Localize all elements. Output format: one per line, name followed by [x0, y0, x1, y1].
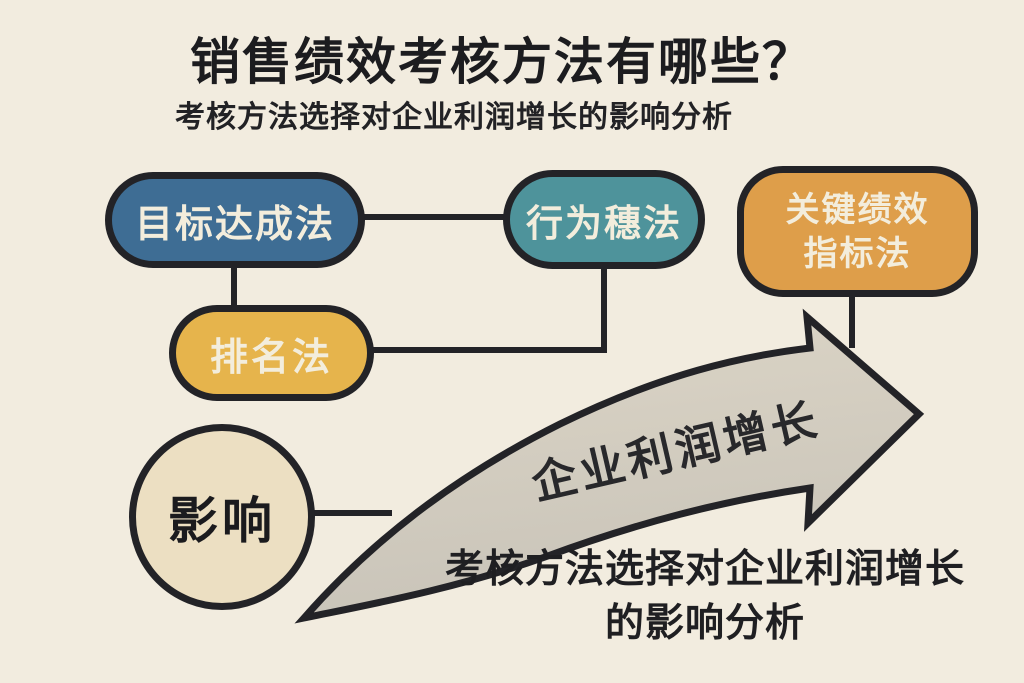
- connector-goal-behavior: [363, 214, 505, 220]
- page-subtitle: 考核方法选择对企业利润增长的影响分析: [175, 101, 733, 134]
- node-behavior-method: 行为穗法: [503, 170, 705, 269]
- footer-caption-line2: 的影响分析: [604, 602, 805, 645]
- node-ranking-method: 排名法: [169, 305, 374, 401]
- node-kpi-label-line2: 指标法: [803, 234, 912, 273]
- node-behavior-label: 行为穗法: [526, 202, 682, 244]
- node-impact-label: 影响: [168, 493, 276, 549]
- growth-arrow-shape: [294, 308, 925, 624]
- connector-behavior-down: [601, 267, 607, 353]
- node-goal-label: 目标达成法: [134, 203, 335, 246]
- connector-impact-arrow: [312, 510, 392, 516]
- node-ranking-label: 排名法: [209, 336, 333, 379]
- node-kpi-method: 关键绩效 指标法: [737, 166, 978, 297]
- node-kpi-label-line1: 关键绩效: [785, 190, 930, 229]
- footer-caption-line1: 考核方法选择对企业利润增长: [444, 548, 965, 591]
- connector-ranking-behavior: [372, 347, 607, 353]
- node-impact-circle: 影响: [129, 424, 315, 610]
- node-goal-attainment-method: 目标达成法: [105, 172, 365, 268]
- connector-kpi-arrow: [849, 294, 855, 348]
- connector-goal-ranking: [231, 266, 237, 307]
- page-title: 销售绩效考核方法有哪些？: [190, 34, 814, 90]
- footer-caption: 考核方法选择对企业利润增长 的影响分析: [400, 543, 1010, 651]
